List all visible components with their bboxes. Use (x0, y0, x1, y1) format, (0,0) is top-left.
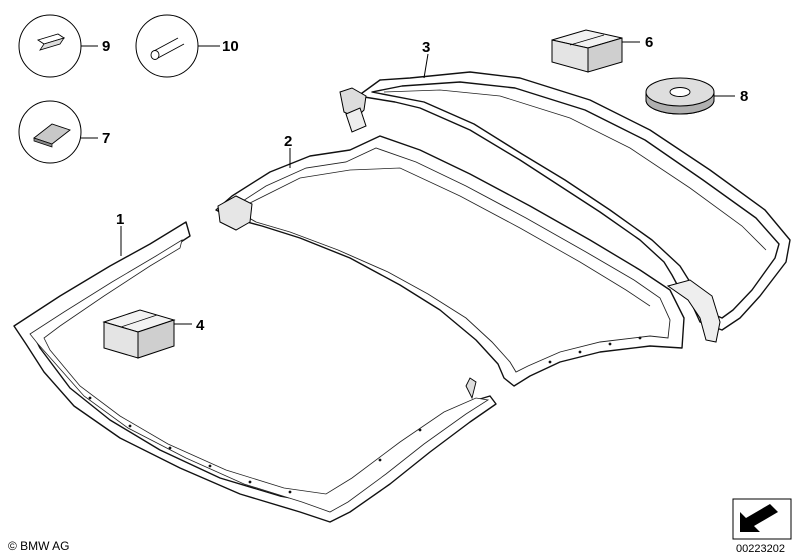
callout-10: 10 (222, 38, 239, 55)
callout-6: 6 (645, 34, 653, 51)
document-number: 00223202 (736, 543, 785, 555)
callout-8: 8 (740, 88, 748, 105)
part-6-box: 6 (551, 29, 653, 73)
callout-7: 7 (102, 130, 110, 147)
detail-circle-7: 7 (18, 100, 110, 164)
copyright-text: © BMW AG (8, 539, 70, 553)
callout-1: 1 (116, 211, 124, 228)
part-3-rear-frame: 3 (339, 39, 791, 343)
part-4-box: 4 (102, 309, 205, 359)
callout-2: 2 (284, 133, 292, 150)
detail-circle-10: 10 (135, 14, 239, 78)
part-1-front-frame: 1 (13, 211, 497, 523)
part-8-tape-roll: 8 (645, 77, 748, 115)
callout-4: 4 (196, 317, 205, 334)
part-2-middle-frame: 2 (215, 133, 685, 387)
detail-circle-9: 9 (18, 14, 110, 78)
arrow-icon[interactable] (732, 498, 792, 540)
callout-3: 3 (422, 39, 430, 56)
callout-9: 9 (102, 38, 110, 55)
